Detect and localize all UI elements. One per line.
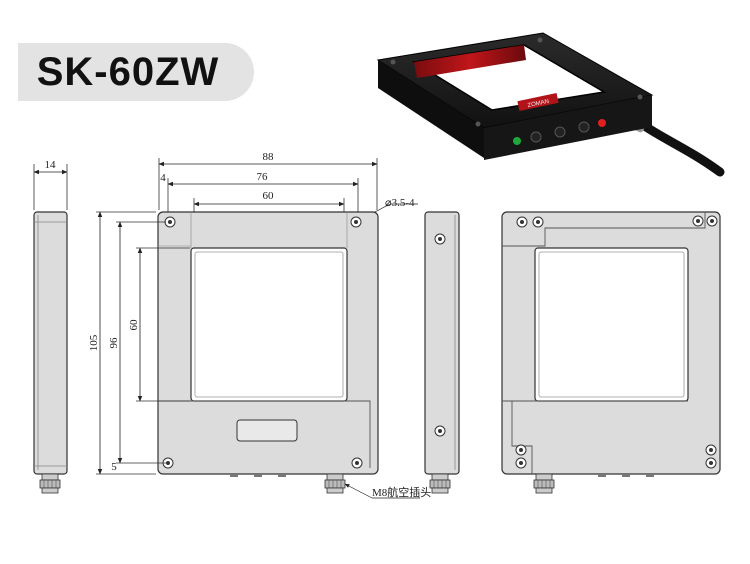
- dim-mount-hole-label: ⌀3.5-4: [385, 197, 415, 209]
- product-photo: ZOMAN: [376, 32, 725, 177]
- dim-window-width-label: 60: [263, 190, 275, 202]
- screw-icon: [637, 94, 643, 100]
- dim-thickness-label: 14: [45, 159, 57, 171]
- button-icon: [530, 131, 542, 143]
- connector-callout-label: M8航空插头: [372, 485, 431, 499]
- dim-outer-width-label: 88: [263, 151, 275, 163]
- screw-icon: [537, 37, 543, 43]
- model-title: SK-60ZW: [36, 50, 220, 94]
- dim-hole-height-label: 96: [108, 337, 120, 349]
- side-view-right: [424, 211, 460, 494]
- dim-hole-spacing-label: 76: [257, 171, 269, 183]
- device-left-face: [378, 60, 484, 158]
- display-window: [236, 419, 298, 442]
- cable: [635, 118, 725, 177]
- screw-icon: [475, 121, 481, 127]
- dim-window-height-label: 60: [128, 319, 140, 331]
- green-led-icon: [513, 137, 521, 145]
- button-icon: [554, 126, 566, 138]
- button-icon: [578, 121, 590, 133]
- connector-side-right: [429, 473, 451, 494]
- dim-bottom-offset-label: 5: [111, 461, 117, 473]
- display-plate: [517, 92, 559, 112]
- connector-side-left: [39, 473, 61, 494]
- front-view: 88 76 4 60 ⌀3.5-4: [88, 151, 431, 499]
- red-sensor-strip: [414, 45, 526, 78]
- dim-outer-height-label: 105: [88, 334, 100, 351]
- connector-front: [324, 473, 346, 494]
- device-brand-text: ZOMAN: [527, 99, 549, 109]
- screw-icon: [390, 59, 396, 65]
- connector-back: [533, 473, 555, 494]
- back-view: [501, 211, 721, 494]
- device-front-face: [484, 95, 652, 160]
- red-led-icon: [598, 119, 606, 127]
- title-background: [18, 43, 254, 101]
- dim-hole-offset-label: 4: [160, 172, 166, 184]
- side-view-left: 14: [33, 159, 68, 494]
